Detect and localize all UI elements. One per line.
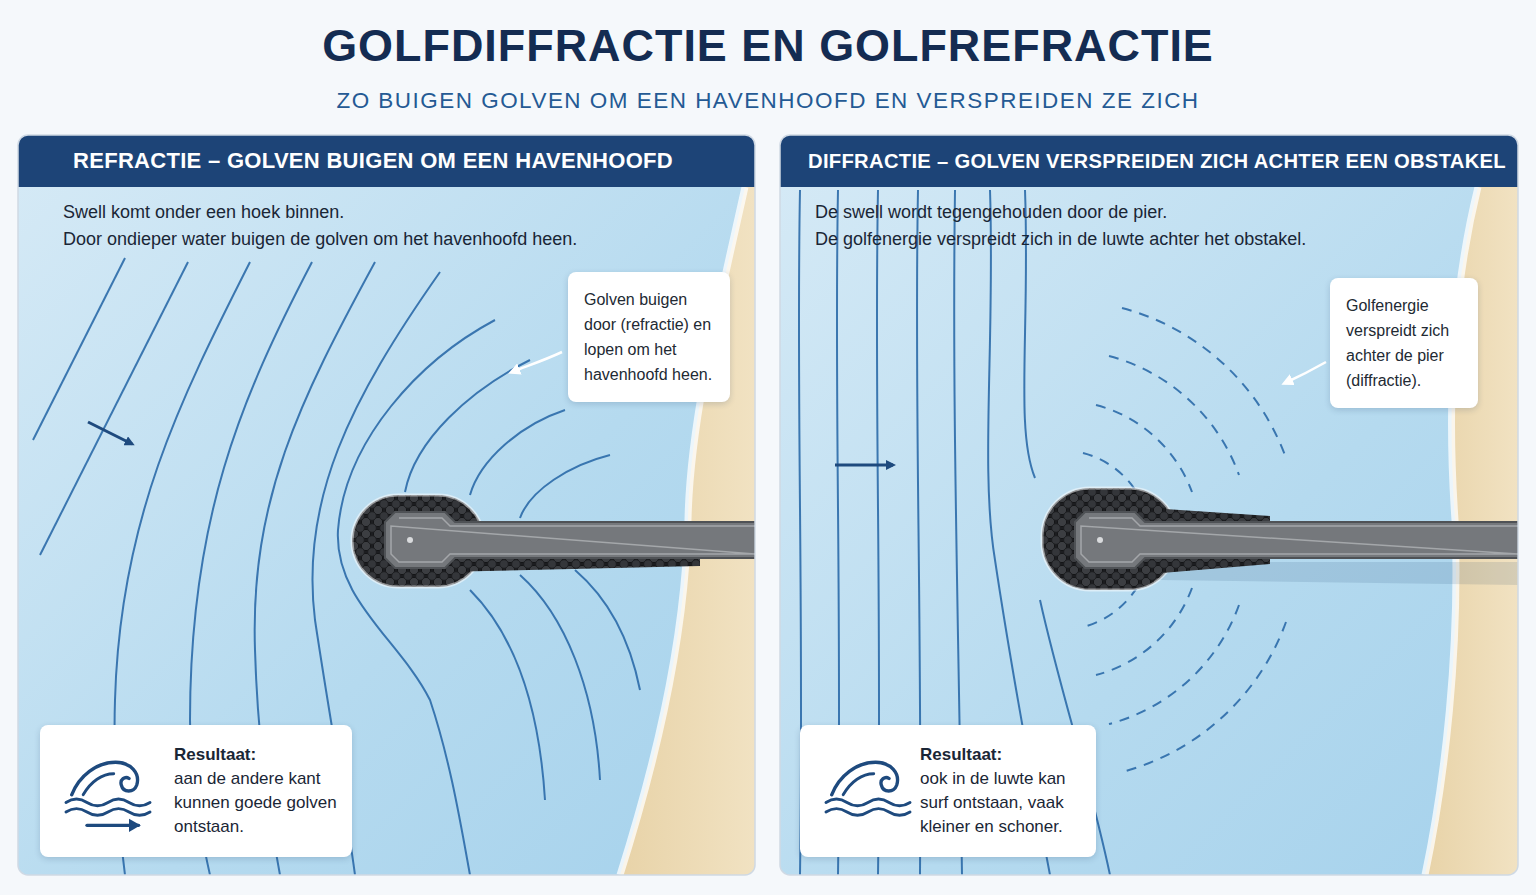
result-text: ook in de luwte kan surf ontstaan, vaak … <box>920 767 1082 839</box>
wave-arc <box>1109 356 1239 475</box>
water <box>780 135 1518 875</box>
wave-arc <box>1109 605 1239 724</box>
wave-line <box>520 455 610 518</box>
wave-line <box>405 360 530 492</box>
heading-band <box>18 135 755 187</box>
callout-text: Golven buigen door (refractie) en lopen … <box>584 287 716 387</box>
pier-edge <box>391 518 755 562</box>
pier-edge <box>1081 518 1518 562</box>
wave-icon <box>66 762 150 815</box>
result-box: Resultaat:aan de andere kant kunnen goed… <box>40 725 352 857</box>
wave-line <box>470 590 545 800</box>
heading-band <box>780 135 1518 187</box>
left-scene <box>18 135 755 875</box>
heading-band-area: REFRACTIE – GOLVEN BUIGEN OM EEN HAVENHO… <box>18 135 755 187</box>
pier-deck <box>1075 512 1518 568</box>
panel-heading: REFRACTIE – GOLVEN BUIGEN OM EEN HAVENHO… <box>73 148 673 174</box>
wave-arc <box>1122 308 1286 458</box>
result-box: Resultaat:ook in de luwte kan surf ontst… <box>800 725 1096 857</box>
panel-border <box>780 135 1518 875</box>
swell-direction-arrow <box>835 464 893 467</box>
wave-icon <box>60 747 156 833</box>
pier-bollard <box>1097 537 1103 543</box>
diagram-panel: REFRACTIE – GOLVEN BUIGEN OM EEN HAVENHO… <box>18 135 755 875</box>
pier-bollard <box>407 537 413 543</box>
callout-text: Golfenergie verspreidt zich achter de pi… <box>1346 293 1464 393</box>
callout-box: Golven buigen door (refractie) en lopen … <box>568 272 730 402</box>
right-scene <box>780 135 1518 875</box>
subtitle-text: ZO BUIGEN GOLVEN OM EEN HAVENHOOFD EN VE… <box>0 88 1536 114</box>
panel-description: De swell wordt tegengehouden door de pie… <box>815 199 1495 253</box>
description-text: De swell wordt tegengehouden door de pie… <box>815 199 1495 226</box>
result-heading: Resultaat: <box>174 743 338 767</box>
wave-line <box>520 575 600 780</box>
swell-direction-arrow <box>88 422 132 444</box>
description-text: Swell komt onder een hoek binnen. <box>63 199 723 226</box>
panel-border <box>18 135 755 875</box>
wave-arc <box>1122 622 1286 772</box>
wave-icon <box>820 747 916 833</box>
wave-line <box>338 320 495 875</box>
diagram-title: GOLFDIFFRACTIE EN GOLFREFRACTIE <box>0 20 1536 72</box>
result-heading: Resultaat: <box>920 743 1082 767</box>
wave-line <box>40 262 188 555</box>
pier-deck <box>385 512 755 568</box>
wave-icon <box>826 762 910 815</box>
diagram-panel: DIFFRACTIE – GOLVEN VERSPREIDEN ZICH ACH… <box>780 135 1518 875</box>
wave-line <box>575 570 640 690</box>
wave-arc <box>1096 588 1192 675</box>
wave-arc <box>1096 405 1192 492</box>
callout-leader <box>512 352 562 372</box>
description-text: Door ondieper water buigen de golven om … <box>63 226 723 253</box>
arrow-icon <box>60 747 156 833</box>
arrow-icon <box>87 819 141 832</box>
callout-box: Golfenergie verspreidt zich achter de pi… <box>1330 278 1478 408</box>
panel-heading: DIFFRACTIE – GOLVEN VERSPREIDEN ZICH ACH… <box>808 150 1506 173</box>
panel-description: Swell komt onder een hoek binnen.Door on… <box>63 199 723 253</box>
result-text: aan de andere kant kunnen goede golven o… <box>174 767 338 839</box>
callout-leader <box>1285 362 1326 383</box>
heading-band-area: DIFFRACTIE – GOLVEN VERSPREIDEN ZICH ACH… <box>780 135 1518 187</box>
description-text: De golfenergie verspreidt zich in de luw… <box>815 226 1495 253</box>
water <box>18 135 755 875</box>
